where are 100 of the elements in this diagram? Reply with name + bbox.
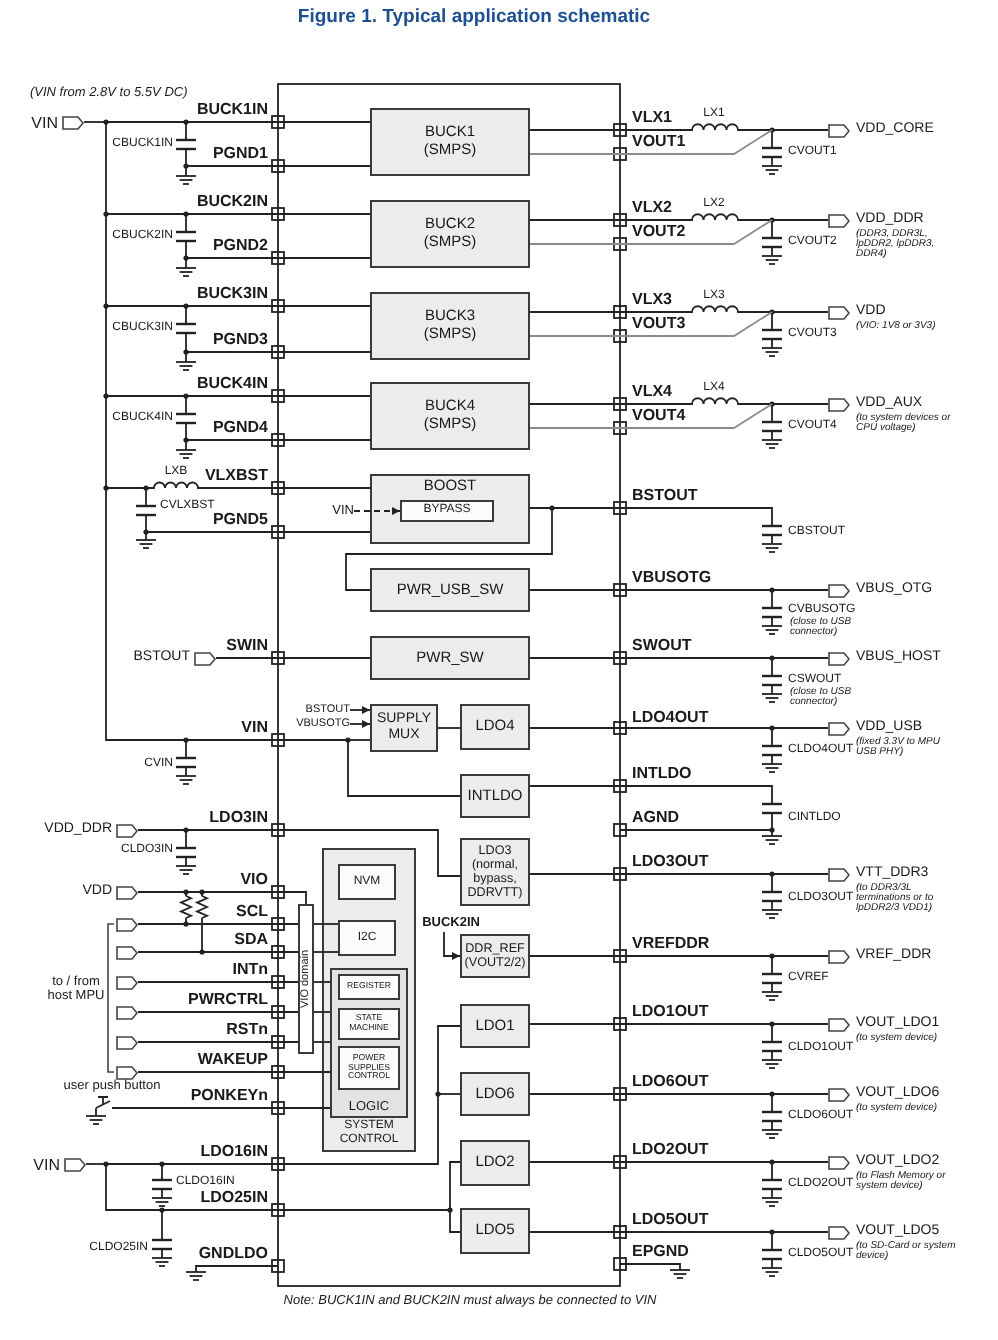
wire	[119, 1107, 331, 1109]
wire	[215, 657, 371, 659]
pin-label: PGND1	[212, 146, 268, 162]
wire	[529, 955, 829, 957]
pin-label: SWOUT	[632, 638, 692, 654]
pin-label: VOUT4	[632, 408, 686, 424]
pin-label: VLX2	[632, 200, 673, 216]
wire	[345, 507, 553, 591]
pin-label: VIN	[241, 720, 268, 736]
port-connector: VIN	[31, 113, 84, 131]
pin-label: BUCK4IN	[196, 376, 268, 392]
wire	[529, 311, 773, 337]
wire	[529, 123, 773, 131]
wire	[529, 397, 773, 405]
pin-label: LDO4OUT	[632, 709, 709, 725]
wire	[437, 1093, 461, 1095]
pin-label: BUCK1IN	[196, 102, 268, 118]
wire	[105, 1163, 451, 1211]
pin-label: PGND5	[212, 512, 268, 528]
pin-label: SDA	[234, 932, 268, 948]
wire	[105, 121, 371, 123]
pin-label: VLXBST	[204, 468, 268, 484]
pin-label: VLX1	[632, 110, 673, 126]
pin-label: AGND	[632, 810, 680, 826]
wire	[137, 923, 299, 925]
pin-label: VLX3	[632, 292, 673, 308]
port-connector	[116, 945, 138, 959]
wire	[529, 657, 829, 659]
port-connector	[116, 1035, 138, 1049]
pin-label: LDO6OUT	[632, 1074, 709, 1090]
pin-label: LDO5OUT	[632, 1212, 709, 1228]
function-block	[370, 474, 530, 544]
wire	[137, 951, 299, 953]
wire	[347, 739, 371, 741]
dashed-arrow	[353, 507, 401, 515]
pin-label: VBUSOTG	[632, 570, 712, 586]
wire	[529, 305, 773, 313]
wire	[529, 1093, 829, 1095]
pin-label: SCL	[236, 904, 268, 920]
port-connector: VIN	[33, 1155, 86, 1173]
pin-label: GNDLDO	[198, 1246, 268, 1262]
pin-label: VOUT1	[632, 134, 686, 150]
wire	[529, 589, 829, 591]
pin-label: LDO3OUT	[632, 854, 709, 870]
wire	[529, 403, 773, 429]
pin-label: BSTOUT	[632, 488, 698, 504]
wire	[105, 213, 371, 215]
arrow	[349, 706, 371, 714]
wire	[313, 1011, 331, 1013]
pin-label: PGND4	[212, 420, 268, 436]
wire	[529, 1231, 829, 1233]
wire	[529, 873, 829, 875]
port-connector	[116, 1005, 138, 1019]
pin-label: VREFDDR	[632, 936, 710, 952]
pin-label: WAKEUP	[197, 1052, 268, 1068]
figure-title: Figure 1. Typical application schematic	[297, 6, 651, 28]
pin-label: RSTn	[226, 1022, 268, 1038]
wire	[449, 1209, 461, 1233]
wire	[313, 951, 339, 953]
port-connector	[116, 917, 138, 931]
wire	[529, 219, 773, 245]
wire	[105, 213, 107, 307]
pin-label: VOUT3	[632, 316, 686, 332]
wire	[771, 403, 829, 405]
function-block	[330, 968, 408, 1118]
wire	[105, 305, 107, 397]
wire	[137, 1071, 331, 1073]
pin-label: VOUT2	[632, 224, 686, 240]
pin-label: PGND2	[212, 238, 268, 254]
wire	[437, 727, 461, 729]
pin-label: LDO16IN	[200, 1144, 268, 1160]
port-connector	[116, 1065, 138, 1079]
pin-label: BUCK3IN	[196, 286, 268, 302]
wire	[313, 981, 331, 983]
pin-label: LDO25IN	[200, 1190, 268, 1206]
pin-label: BUCK2IN	[196, 194, 268, 210]
wire	[771, 311, 829, 313]
wire	[137, 1041, 299, 1043]
wire	[529, 727, 829, 729]
pin-label: INTn	[232, 962, 268, 978]
pin-label: SWIN	[226, 638, 268, 654]
pin-label: EPGND	[632, 1244, 689, 1260]
arrow	[349, 720, 371, 728]
pin-label: PGND3	[212, 332, 268, 348]
wire	[137, 829, 461, 877]
wire	[83, 121, 107, 123]
pin-label: INTLDO	[632, 766, 692, 782]
function-block	[322, 848, 416, 1152]
port-connector	[116, 975, 138, 989]
wire	[529, 213, 773, 221]
wire	[313, 1041, 331, 1043]
wire	[105, 395, 371, 397]
wire	[137, 1011, 299, 1013]
pin-label: PWRCTRL	[188, 992, 268, 1008]
pin-label: PONKEYn	[190, 1088, 268, 1104]
wire	[529, 1161, 829, 1163]
wire	[105, 395, 107, 489]
wire	[137, 981, 299, 983]
wire	[105, 121, 107, 215]
wire	[529, 1023, 829, 1025]
